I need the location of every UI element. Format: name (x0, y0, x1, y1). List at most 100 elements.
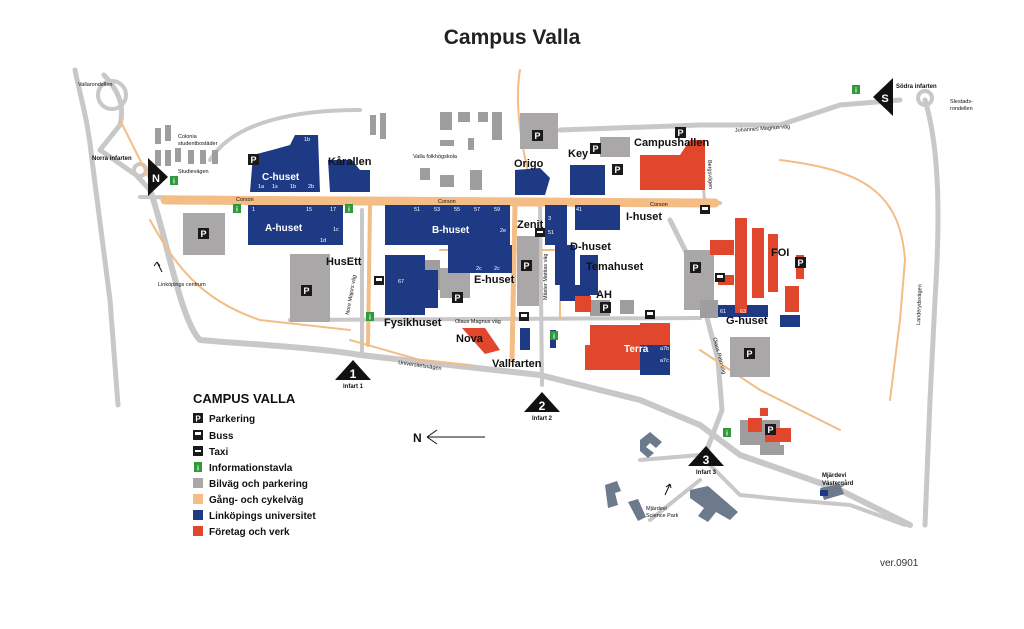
nova-label[interactable]: Nova (456, 333, 484, 345)
parking-icon: P (675, 127, 686, 138)
c-huset-label[interactable]: C-huset (262, 172, 300, 183)
svg-text:17: 17 (330, 207, 336, 213)
svg-text:S: S (881, 93, 888, 105)
ah-label[interactable]: AH (596, 289, 612, 301)
parking-icon: P (301, 285, 312, 296)
svg-text:Science Park: Science Park (646, 513, 679, 519)
svg-text:i: i (348, 207, 350, 214)
version-label: ver.0901 (880, 558, 919, 569)
svg-text:1a: 1a (400, 246, 407, 252)
parking-icon: P (795, 257, 806, 268)
svg-text:Vallarondellen: Vallarondellen (78, 82, 112, 88)
svg-text:15: 15 (306, 207, 312, 213)
info-icon: i (233, 204, 241, 214)
place-labels: Vallarondellen Colonia studentbostäder N… (78, 82, 973, 519)
campushallen-label[interactable]: Campushallen (634, 137, 709, 149)
svg-text:P: P (454, 293, 460, 303)
key-label[interactable]: Key (568, 148, 589, 160)
parking-icon: P (521, 260, 532, 271)
parking-icon: P (765, 424, 776, 435)
parking-icon: P (532, 130, 543, 141)
info-icon: i (170, 176, 178, 186)
svg-text:P: P (303, 286, 309, 296)
svg-text:Corson: Corson (650, 202, 668, 208)
liu-swatch (193, 510, 203, 520)
svg-text:1d: 1d (320, 238, 326, 244)
svg-text:3: 3 (703, 453, 710, 467)
i-huset-label[interactable]: I-huset (626, 211, 662, 223)
info-icon: i (345, 204, 353, 214)
svg-text:P: P (534, 131, 540, 141)
terra-label[interactable]: Terra (624, 344, 649, 355)
svg-text:1b: 1b (290, 184, 296, 190)
svg-text:i: i (553, 334, 555, 341)
svg-text:57: 57 (474, 207, 480, 213)
svg-text:Mjärdevi: Mjärdevi (822, 473, 847, 479)
svg-text:59: 59 (494, 207, 500, 213)
svg-text:i: i (236, 207, 238, 214)
parking-icon: P (198, 228, 209, 239)
bus-icon (519, 312, 529, 321)
taxi-icon (535, 228, 545, 237)
info-icon: i (550, 331, 558, 341)
svg-text:P: P (614, 165, 620, 175)
info-icon: i (852, 85, 860, 95)
legend-item-label: Parkering (209, 414, 255, 425)
b-huset-label[interactable]: B-huset (432, 225, 470, 236)
compass-indicator: N (413, 429, 485, 445)
husett-label[interactable]: HusEtt (326, 256, 362, 268)
origo-label[interactable]: Origo (514, 158, 544, 170)
temahuset-label[interactable]: Temahuset (586, 261, 644, 273)
south-entrance-marker: S (873, 78, 893, 116)
svg-text:Linköpings centrum: Linköpings centrum (158, 282, 206, 288)
svg-text:N: N (152, 173, 160, 185)
karallen-label[interactable]: Kårallen (328, 156, 372, 168)
vallfarten-label[interactable]: Vallfarten (492, 358, 542, 370)
direction-arrows (153, 261, 672, 496)
g-huset-label[interactable]: G-huset (726, 315, 768, 327)
svg-text:studentbostäder: studentbostäder (178, 141, 218, 147)
e-huset-label[interactable]: E-huset (474, 274, 515, 286)
parking-icon: P (600, 302, 611, 313)
svg-text:a7c: a7c (660, 358, 669, 364)
svg-text:1: 1 (350, 367, 357, 381)
legend-item-label: Informationstavla (209, 463, 293, 474)
svg-text:Infart 3: Infart 3 (696, 470, 717, 476)
svg-text:P: P (523, 261, 529, 271)
svg-text:Colonia: Colonia (178, 134, 198, 140)
legend-item-label: Företag och verk (209, 527, 290, 538)
legend-item-label: Taxi (209, 447, 228, 458)
svg-text:Corson: Corson (438, 199, 456, 205)
svg-text:Studievägen: Studievägen (178, 169, 209, 175)
legend: CAMPUS VALLA P Parkering Buss Taxi i Inf… (193, 391, 316, 538)
walk-swatch (193, 494, 203, 504)
svg-text:P: P (195, 415, 201, 424)
a-huset-label[interactable]: A-huset (265, 223, 303, 234)
info-icon: i (194, 462, 202, 473)
liu-buildings (248, 135, 828, 496)
foi-label[interactable]: FOI (771, 247, 789, 259)
svg-text:3: 3 (548, 216, 551, 222)
svg-text:P: P (677, 128, 683, 138)
d-huset-label[interactable]: D-huset (570, 241, 611, 253)
svg-text:1s: 1s (272, 184, 278, 190)
svg-text:Mäster Mattias väg: Mäster Mattias väg (543, 254, 549, 300)
svg-text:1c: 1c (333, 227, 339, 233)
fysikhuset-label[interactable]: Fysikhuset (384, 317, 442, 329)
svg-text:Slestads-: Slestads- (950, 99, 973, 105)
svg-text:Corson: Corson (236, 197, 254, 203)
road-swatch (193, 478, 203, 488)
svg-text:2c: 2c (494, 266, 500, 272)
svg-text:P: P (200, 229, 206, 239)
svg-text:i: i (369, 315, 371, 322)
zenit-label[interactable]: Zenit (517, 219, 544, 231)
svg-text:P: P (797, 258, 803, 268)
entrance-markers: 1 Infart 1 2 Infart 2 3 Infart 3 N S (148, 78, 893, 476)
svg-text:P: P (592, 144, 598, 154)
parking-icon: P (612, 164, 623, 175)
svg-text:Olaus Magnus väg: Olaus Magnus väg (455, 319, 501, 325)
north-entrance-marker: N (148, 158, 168, 196)
company-swatch (193, 526, 203, 536)
svg-text:2c: 2c (476, 266, 482, 272)
